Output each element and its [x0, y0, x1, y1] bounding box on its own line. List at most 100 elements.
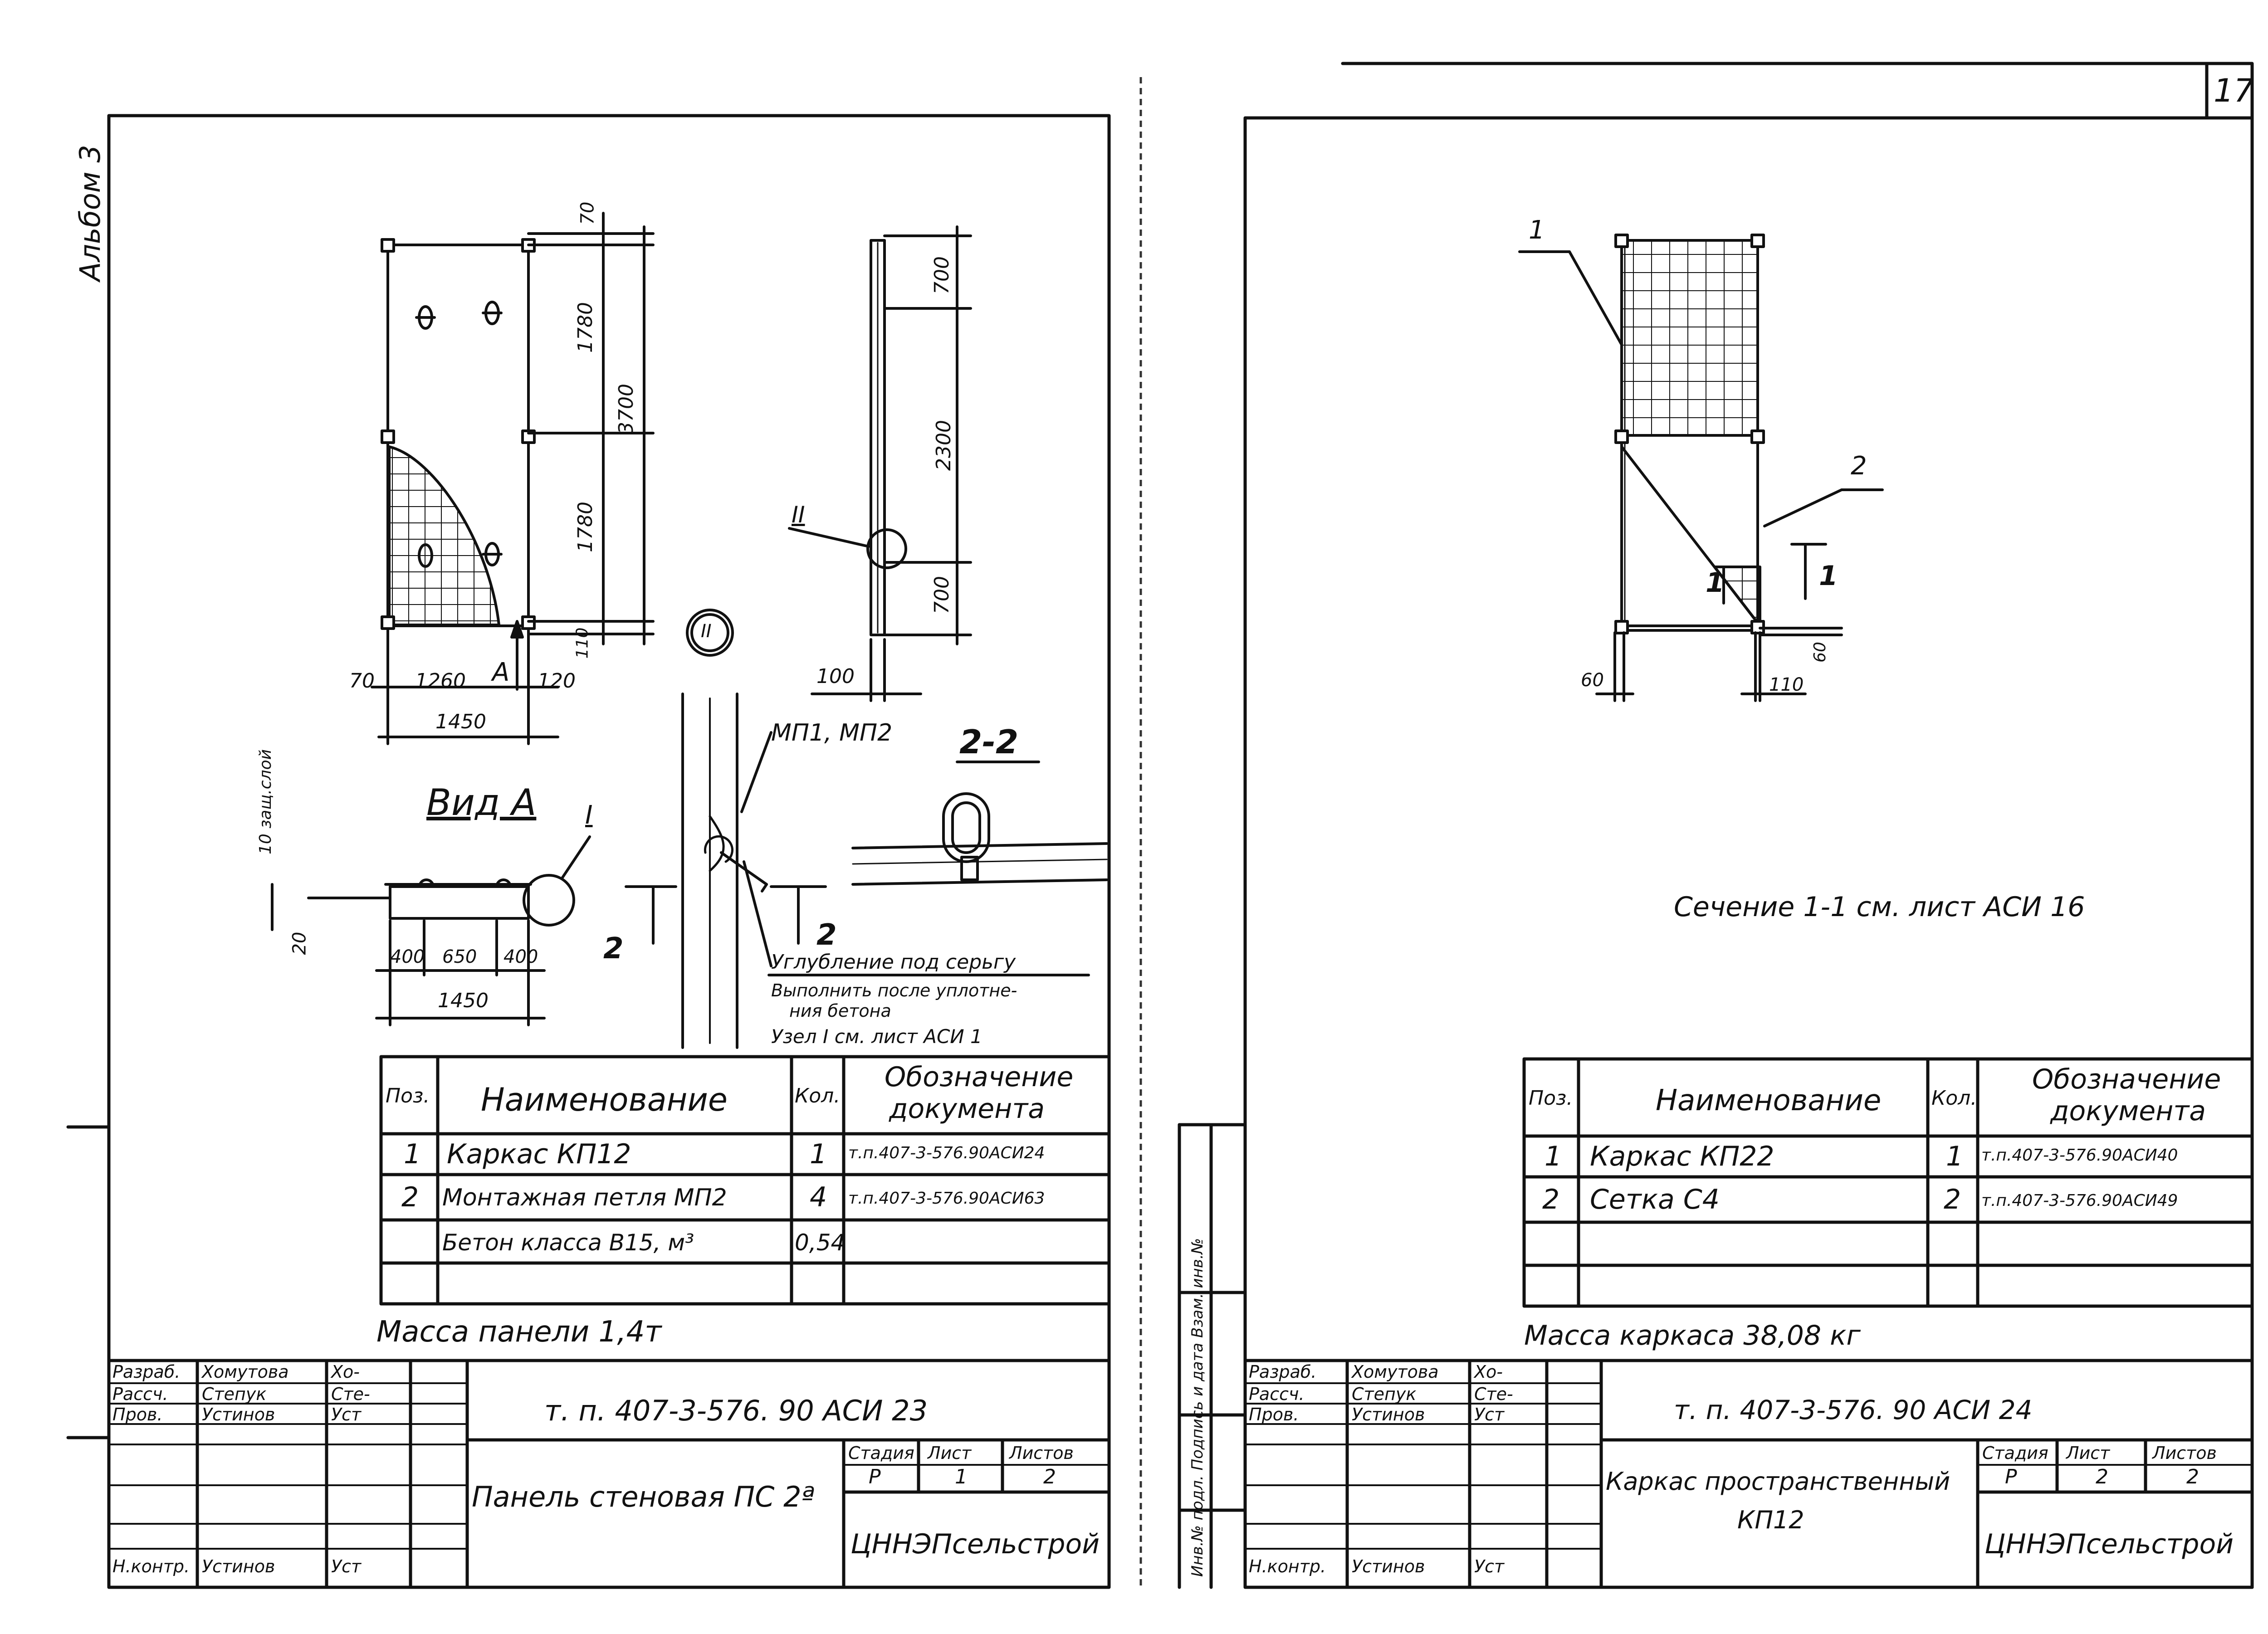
stamp-right-stage-header: Стадия: [1982, 1443, 2048, 1463]
spec-row-2-pos: 2: [401, 1181, 419, 1213]
stamp-left-stage-header: Стадия: [848, 1443, 914, 1463]
note-recess: Углубление под серьгу: [771, 951, 1016, 974]
spec-row-1-pos: 1: [404, 1138, 421, 1170]
frame-kp12-view: [1518, 234, 1884, 702]
spec-row-3-qty: 0,54: [795, 1229, 846, 1256]
spec-header-doc2: документа: [889, 1093, 1045, 1125]
section-2-2-title: 2-2: [959, 723, 1019, 761]
rspec-row-2-name: Сетка С4: [1590, 1184, 1720, 1215]
stamp-left-sign-3: Уст: [331, 1405, 362, 1424]
stamp-right-name-3: Устинов: [1352, 1405, 1425, 1424]
rspec-header-doc2: документа: [2050, 1095, 2206, 1127]
view-a-title: Вид А: [426, 781, 537, 824]
note-concrete: ния бетона: [789, 1001, 891, 1021]
rspec-header-name: Наименование: [1656, 1084, 1882, 1117]
dim-60-left: 60: [1581, 670, 1604, 691]
stamp-right-sheet-header: Лист: [2066, 1443, 2110, 1463]
node-i-label: I: [585, 800, 593, 830]
cut-1-label-a: 1: [1819, 560, 1838, 592]
right-sheet-frame: [1178, 62, 2254, 1589]
spec-header-doc1: Обозначение: [885, 1061, 1074, 1093]
stamp-left-name-4: Устинов: [202, 1556, 275, 1576]
section-note: Сечение 1-1 см. лист АСИ 16: [1674, 891, 2085, 923]
stamp-left-code: т. п. 407-3-576. 90 АСИ 23: [544, 1394, 928, 1427]
stamp-right-role-1: Разраб.: [1249, 1362, 1317, 1382]
left-title-block: [107, 1359, 1111, 1589]
node-ii-detail: [625, 693, 1090, 1049]
stamp-right-name-1: Хомутова: [1352, 1362, 1439, 1382]
stamp-left-sheets-header: Листов: [1009, 1443, 1074, 1463]
dim-1450-b: 1450: [438, 989, 489, 1012]
dim-110: 110: [573, 627, 592, 659]
spec-row-2-qty: 4: [810, 1181, 827, 1213]
rspec-row-2-doc: т.п.407-3-576.90АСИ49: [1981, 1191, 2178, 1210]
leader-1: 1: [1529, 215, 1545, 245]
view-a: [271, 835, 591, 1026]
dim-700-a: 700: [930, 256, 953, 294]
stamp-left-sheet-header: Лист: [928, 1443, 972, 1463]
stamp-left-sign-2: Сте-: [331, 1384, 370, 1404]
panel-front-view: [371, 212, 655, 745]
stamp-right-sheets-header: Листов: [2152, 1443, 2217, 1463]
dim-1780-a: 1780: [573, 302, 597, 353]
stamp-left-role-4: Н.контр.: [112, 1556, 190, 1576]
rspec-row-1-name: Каркас КП22: [1590, 1141, 1774, 1172]
frame-mass: Масса каркаса 38,08 кг: [1524, 1320, 1861, 1351]
dim-400-a: 400: [390, 946, 425, 967]
spec-header-qty: Кол.: [795, 1084, 841, 1107]
dim-70-top: 70: [577, 201, 598, 225]
note-node-i: Узел I см. лист АСИ 1: [771, 1025, 982, 1048]
panel-side-view: [788, 225, 972, 702]
dim-650: 650: [442, 946, 477, 967]
spec-row-1-name: Каркас КП12: [447, 1138, 631, 1170]
node-ii-label: II: [792, 502, 805, 528]
album-label: Альбом 3: [73, 145, 107, 283]
dim-10-cover: 10 защ.слой: [256, 749, 275, 855]
stamp-left-role-1: Разраб.: [112, 1362, 181, 1382]
stamp-left-role-2: Рассч.: [112, 1384, 168, 1404]
dim-3700: 3700: [614, 384, 638, 434]
stamp-right-sign-3: Уст: [1474, 1405, 1505, 1424]
rspec-row-1-doc: т.п.407-3-576.90АСИ40: [1981, 1146, 2178, 1165]
stamp-right-sign-2: Сте-: [1474, 1384, 1513, 1404]
rspec-row-1-pos: 1: [1545, 1141, 1562, 1172]
stamp-left-name-3: Устинов: [202, 1405, 275, 1424]
stamp-right-role-2: Рассч.: [1249, 1384, 1305, 1404]
stamp-left-stage: Р: [869, 1465, 881, 1488]
stamp-right-title-2: КП12: [1737, 1506, 1804, 1534]
left-sheet-frame: [66, 114, 1111, 1589]
spec-header-name: Наименование: [481, 1081, 728, 1118]
dim-400-b: 400: [503, 946, 538, 967]
stamp-right-title-1: Каркас пространственный: [1606, 1467, 1950, 1496]
spec-row-2-name: Монтажная петля МП2: [442, 1184, 727, 1211]
dim-60-right: 60: [1810, 642, 1829, 663]
stamp-right-stage: Р: [2005, 1465, 2017, 1488]
rspec-row-2-pos: 2: [1542, 1184, 1560, 1215]
rspec-header-doc1: Обозначение: [2032, 1063, 2221, 1095]
dim-1450: 1450: [435, 710, 486, 733]
node-ii-marker: [686, 609, 734, 657]
stamp-right-sheet: 2: [2096, 1465, 2108, 1488]
stamp-right-sign-1: Хо-: [1474, 1362, 1503, 1382]
stamp-right-name-4: Устинов: [1352, 1556, 1425, 1576]
leader-2: 2: [1851, 451, 1867, 481]
stamp-left-role-3: Пров.: [112, 1405, 163, 1424]
stamp-right-code: т. п. 407-3-576. 90 АСИ 24: [1674, 1395, 2033, 1425]
dim-700-b: 700: [930, 576, 953, 614]
stamp-left-name-1: Хомутова: [202, 1362, 289, 1382]
dim-1780-b: 1780: [573, 502, 597, 552]
dim-120: 120: [538, 669, 576, 693]
cut-2-left: 2: [603, 932, 624, 966]
note-perform: Выполнить после уплотне-: [771, 980, 1017, 1000]
right-spec-table: [1522, 1057, 2254, 1308]
dim-110-right: 110: [1769, 674, 1804, 695]
cut-2-right: 2: [816, 918, 837, 952]
spec-header-pos: Поз.: [386, 1084, 430, 1107]
dim-1260: 1260: [415, 669, 466, 693]
stamp-right-name-2: Степук: [1352, 1384, 1417, 1404]
node-ii-circle-label: II: [701, 621, 712, 642]
dim-20: 20: [289, 932, 310, 955]
spec-row-3-name: Бетон класса В15, м³: [442, 1229, 694, 1256]
rspec-row-1-qty: 1: [1946, 1141, 1964, 1172]
